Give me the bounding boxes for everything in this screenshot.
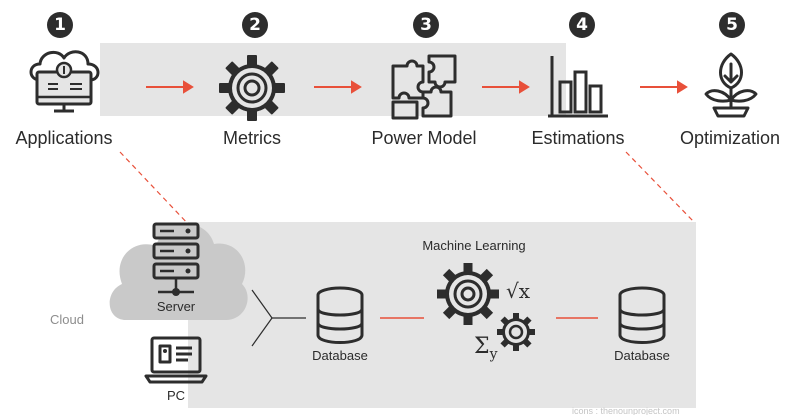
- database-right-icon: [618, 286, 666, 344]
- pc-label: PC: [166, 388, 186, 403]
- zoom-line-left: [119, 151, 191, 227]
- bar-chart-icon: [548, 56, 608, 118]
- ml-gear-small-icon: [497, 313, 535, 351]
- cloud-label: Cloud: [50, 312, 84, 327]
- sigma-symbol: Σy: [474, 334, 497, 362]
- step-label-metrics: Metrics: [223, 128, 281, 148]
- database-right-label: Database: [614, 348, 670, 363]
- database-left-label: Database: [312, 348, 368, 363]
- zoom-line-right: [625, 151, 695, 223]
- step-number-1: 1: [47, 12, 73, 38]
- sqrt-symbol: √x: [506, 279, 531, 303]
- step-number-3: 3: [413, 12, 439, 38]
- step-label-applications: Applications: [15, 128, 113, 148]
- machine-learning-label: Machine Learning: [422, 238, 526, 253]
- server-label: Server: [156, 299, 196, 314]
- step-number-4: 4: [569, 12, 595, 38]
- step-number-2: 2: [242, 12, 268, 38]
- icon-credit: icons : thenounproject.com: [572, 406, 680, 415]
- gear-icon: [219, 55, 285, 121]
- ml-gear-large-icon: [437, 263, 499, 325]
- sigma-glyph: Σ: [474, 334, 490, 359]
- pc-icon: [144, 336, 208, 384]
- applications-icon: [29, 50, 100, 113]
- step-number-5: 5: [719, 12, 745, 38]
- step-label-estimations: Estimations: [531, 128, 625, 148]
- database-left-icon: [316, 286, 364, 344]
- step-arrows: [146, 80, 688, 94]
- step-label-power-model: Power Model: [371, 128, 477, 148]
- plant-icon: [704, 52, 758, 118]
- puzzle-icon: [391, 54, 457, 120]
- sigma-subscript: y: [489, 346, 498, 363]
- step-label-optimization: Optimization: [679, 128, 781, 148]
- detail-panel: [188, 222, 696, 408]
- server-icon: [152, 222, 200, 296]
- top-grey-band: [100, 43, 566, 116]
